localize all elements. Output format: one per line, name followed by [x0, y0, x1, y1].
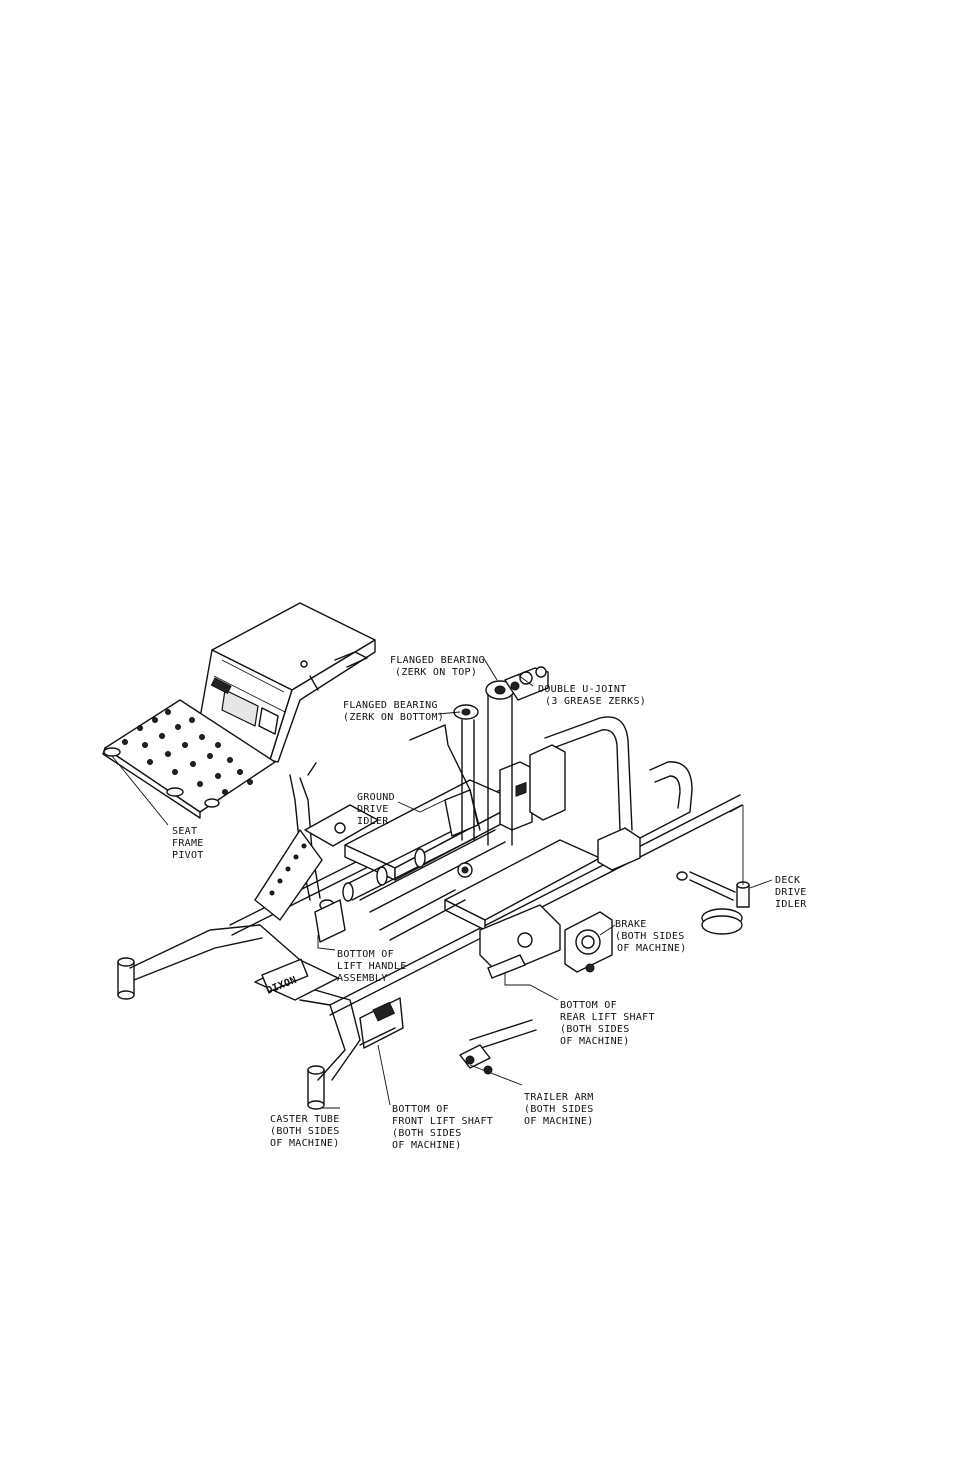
- trailer-arm-line3: OF MACHINE): [524, 1116, 594, 1127]
- label-front-lift-shaft: BOTTOM OF FRONT LIFT SHAFT (BOTH SIDES O…: [392, 1104, 493, 1151]
- flanged-bearing-bottom-line2: (ZERK ON BOTTOM): [343, 712, 444, 723]
- brake-line1: BRAKE: [615, 919, 647, 930]
- front-lift-shaft-line4: OF MACHINE): [392, 1140, 462, 1151]
- ground-drive-idler-line2: DRIVE: [357, 804, 389, 815]
- deck-drive-idler-part: [676, 804, 750, 935]
- brake-line3: OF MACHINE): [617, 943, 687, 954]
- seat-frame-pivot-line3: PIVOT: [172, 850, 204, 861]
- label-flanged-bearing-bottom: FLANGED BEARING (ZERK ON BOTTOM): [343, 700, 444, 723]
- double-ujoint-line1: DOUBLE U-JOINT: [538, 684, 627, 695]
- rear-lift-shaft-line2: REAR LIFT SHAFT: [560, 1012, 655, 1023]
- rear-lift-shaft-line3: (BOTH SIDES: [560, 1024, 630, 1035]
- seat-console-assembly: [102, 602, 376, 819]
- lift-handle-line3: ASSEMBLY: [337, 973, 388, 984]
- seat-frame-pivot-line1: SEAT: [172, 826, 197, 837]
- lift-handle-line2: LIFT HANDLE: [337, 961, 407, 972]
- caster-tube-line1: CASTER TUBE: [270, 1114, 340, 1125]
- trailer-arm-line2: (BOTH SIDES: [524, 1104, 594, 1115]
- front-lift-shaft-line3: (BOTH SIDES: [392, 1128, 462, 1139]
- lift-handle-detent-holes: [269, 843, 307, 896]
- brake-line2: (BOTH SIDES: [615, 931, 685, 942]
- label-double-ujoint: DOUBLE U-JOINT (3 GREASE ZERKS): [538, 684, 646, 707]
- foot-plate-holes: [122, 709, 253, 795]
- trailer-arm-line1: TRAILER ARM: [524, 1092, 594, 1103]
- front-lift-shaft-line1: BOTTOM OF: [392, 1104, 449, 1115]
- label-brake: BRAKE (BOTH SIDES OF MACHINE): [615, 919, 687, 954]
- deck-drive-idler-line2: DRIVE: [775, 887, 807, 898]
- flanged-bearing-bottom-part: [453, 704, 479, 841]
- label-deck-drive-idler: DECK DRIVE IDLER: [775, 875, 807, 910]
- deck-drive-idler-line1: DECK: [775, 875, 800, 886]
- label-rear-lift-shaft: BOTTOM OF REAR LIFT SHAFT (BOTH SIDES OF…: [560, 1000, 655, 1047]
- label-lift-handle: BOTTOM OF LIFT HANDLE ASSEMBLY: [337, 949, 407, 984]
- driveline-components: [453, 666, 549, 846]
- flanged-bearing-top-part: [485, 680, 515, 846]
- flanged-bearing-top-line2: (ZERK ON TOP): [395, 667, 477, 678]
- leader-lines: [111, 656, 773, 1109]
- double-ujoint-line2: (3 GREASE ZERKS): [545, 696, 646, 707]
- ground-drive-idler-line3: IDLER: [357, 816, 389, 827]
- label-seat-frame-pivot: SEAT FRAME PIVOT: [172, 826, 204, 861]
- flanged-bearing-bottom-line1: FLANGED BEARING: [343, 700, 438, 711]
- deck-drive-idler-line3: IDLER: [775, 899, 807, 910]
- label-flanged-bearing-top: FLANGED BEARING (ZERK ON TOP): [390, 655, 485, 678]
- caster-tube-line2: (BOTH SIDES: [270, 1126, 340, 1137]
- rear-lift-shaft-line1: BOTTOM OF: [560, 1000, 617, 1011]
- caster-tube-line3: OF MACHINE): [270, 1138, 340, 1149]
- front-lift-shaft-line2: FRONT LIFT SHAFT: [392, 1116, 493, 1127]
- double-ujoint-part: [504, 666, 549, 701]
- label-trailer-arm: TRAILER ARM (BOTH SIDES OF MACHINE): [524, 1092, 594, 1127]
- ground-drive-idler-line1: GROUND: [357, 792, 395, 803]
- label-caster-tube: CASTER TUBE (BOTH SIDES OF MACHINE): [270, 1114, 340, 1149]
- rear-lift-shaft-line4: OF MACHINE): [560, 1036, 630, 1047]
- flanged-bearing-top-line1: FLANGED BEARING: [390, 655, 485, 666]
- lift-handle-line1: BOTTOM OF: [337, 949, 394, 960]
- main-frame: DIXON: [117, 716, 743, 1110]
- label-ground-drive-idler: GROUND DRIVE IDLER: [357, 792, 395, 827]
- seat-frame-pivot-line2: FRAME: [172, 838, 204, 849]
